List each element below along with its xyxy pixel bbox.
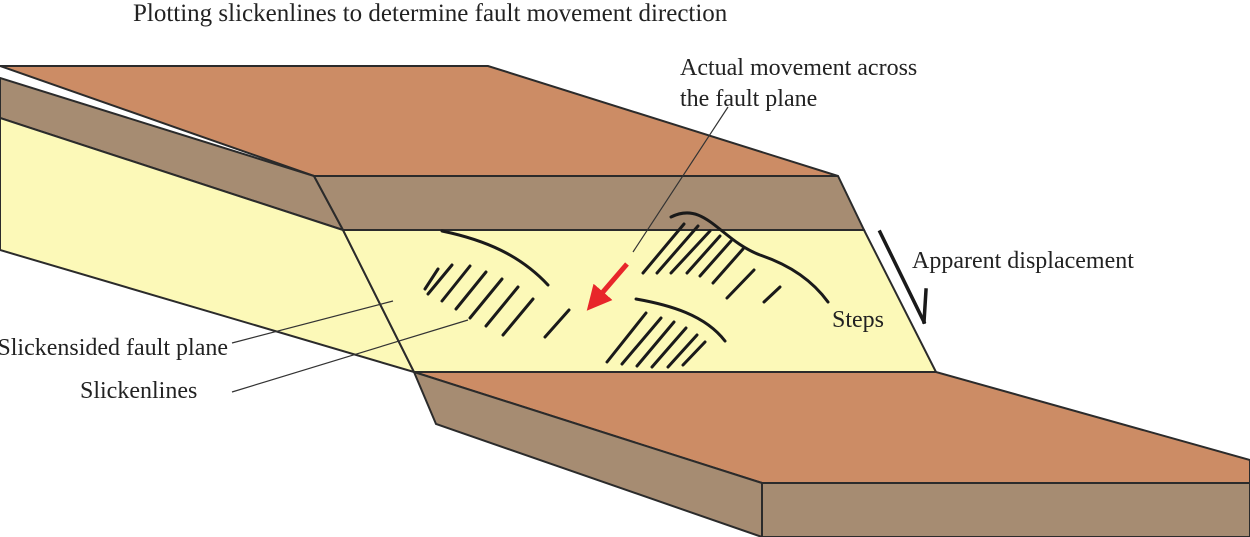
leader-fault-plane — [231, 300, 394, 344]
leader-lines — [231, 106, 729, 393]
slickenline — [501, 297, 535, 337]
actual-movement-arrow — [586, 262, 629, 311]
slickenline — [650, 326, 688, 369]
slickenline — [635, 320, 676, 368]
label-apparent-displacement: Apparent displacement — [912, 248, 1134, 274]
apparent-displacement-shaft — [877, 229, 927, 325]
slickenline — [685, 234, 722, 275]
leader-slickenlines — [231, 319, 469, 393]
slickenline — [423, 267, 440, 291]
slickenlines — [423, 222, 782, 369]
label-actual-movement-line1: Actual movement across — [680, 55, 917, 81]
label-fault-plane: Slickensided fault plane — [0, 335, 228, 361]
label-slickenlines: Slickenlines — [80, 378, 197, 404]
slickenline — [641, 222, 686, 275]
step-curve-left — [440, 229, 550, 287]
slickenline — [543, 308, 571, 339]
slickenline — [440, 264, 472, 303]
label-steps: Steps — [832, 307, 884, 333]
slickenline-steps — [440, 211, 830, 343]
slickenline — [762, 285, 782, 304]
leader-actual-movement — [632, 106, 729, 253]
slickenline — [681, 340, 707, 367]
label-actual-movement-line2: the fault plane — [680, 86, 817, 112]
slickenline — [669, 229, 712, 275]
step-curve-right — [669, 211, 830, 304]
diagram-title: Plotting slickenlines to determine fault… — [133, 0, 728, 27]
slickenline — [711, 247, 745, 285]
slickenline — [620, 316, 663, 366]
upper-block-scarp-face — [312, 175, 866, 231]
step-curve-lower — [634, 297, 727, 343]
apparent-displacement-barb — [922, 288, 928, 324]
slickenline — [725, 268, 756, 300]
slickenline — [484, 285, 520, 328]
slickenline — [426, 263, 454, 296]
slickenline — [468, 277, 504, 320]
lower-block-front-face — [761, 482, 1250, 537]
slickenline — [454, 270, 488, 311]
lower-block-fault-face — [412, 370, 763, 537]
apparent-displacement-arrow — [877, 229, 928, 325]
slickenline — [655, 224, 700, 275]
slickenline — [698, 239, 733, 278]
slickenline — [605, 311, 648, 364]
slickenline — [666, 333, 699, 369]
